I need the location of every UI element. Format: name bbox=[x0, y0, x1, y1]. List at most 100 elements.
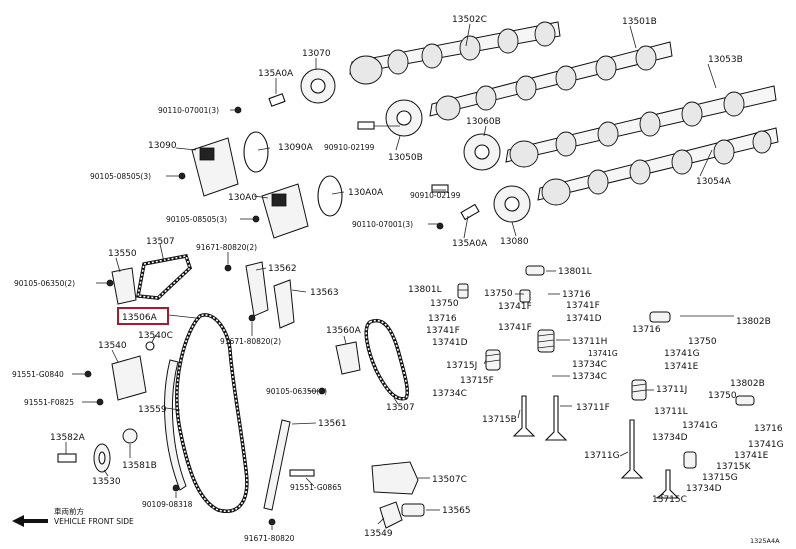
plug-13565 bbox=[401, 503, 425, 517]
tensioner-13550 bbox=[111, 267, 137, 305]
label-13741F-b: 13741F bbox=[498, 302, 532, 312]
label-13560A: 13560A bbox=[326, 326, 362, 336]
part-13549 bbox=[379, 501, 403, 529]
camshaft-13053B bbox=[505, 85, 777, 168]
label-13711H: 13711H bbox=[572, 337, 607, 347]
guide-13562 bbox=[245, 261, 269, 317]
valve-13715B bbox=[512, 395, 536, 437]
bolt-90910-b bbox=[431, 184, 449, 193]
bolt-90910-a bbox=[357, 121, 375, 130]
label-13070: 13070 bbox=[302, 49, 331, 59]
label-13802B-b: 13802B bbox=[730, 379, 765, 389]
label-13715J: 13715J bbox=[446, 361, 477, 371]
label-13507-top: 13507 bbox=[146, 237, 175, 247]
label-13750-b: 13750 bbox=[430, 299, 459, 309]
valve-13711G bbox=[620, 419, 644, 479]
vehicle-front-jp: 車両前方 bbox=[54, 506, 84, 516]
sprocket-13070 bbox=[300, 68, 336, 104]
label-13711F: 13711F bbox=[576, 403, 610, 413]
label-90105-06350-b: 90105-06350(2) bbox=[266, 387, 327, 396]
valve-13711F bbox=[544, 395, 568, 441]
bolt-91551-c bbox=[289, 469, 315, 477]
label-13750-a: 13750 bbox=[484, 289, 513, 299]
label-13711G: 13711G bbox=[584, 451, 620, 461]
bolt-135A0A-top bbox=[268, 93, 286, 107]
label-13741E-b: 13741E bbox=[734, 451, 769, 461]
gasket-13090A bbox=[243, 131, 269, 173]
rocker-arm-13802B-a bbox=[649, 311, 671, 323]
bolt-90110-b bbox=[436, 222, 444, 230]
label-13734C-a: 13734C bbox=[572, 360, 607, 370]
label-13530: 13530 bbox=[92, 477, 121, 487]
label-13741E-a: 13741E bbox=[664, 362, 699, 372]
label-13741F-d: 13741F bbox=[498, 323, 532, 333]
bolt-135A0A-bot bbox=[460, 203, 480, 221]
label-13507C: 13507C bbox=[432, 475, 467, 485]
label-91671-a: 91671-80820(2) bbox=[196, 243, 257, 252]
chain-13507-top bbox=[135, 253, 193, 300]
label-135A0A-top: 135A0A bbox=[258, 69, 294, 79]
label-13716-a: 13716 bbox=[562, 290, 591, 300]
label-130A0: 130A0 bbox=[228, 193, 257, 203]
valve-13715C bbox=[656, 469, 680, 499]
camshaft-13501B bbox=[429, 41, 673, 121]
label-13581B: 13581B bbox=[122, 461, 157, 471]
label-13750-c: 13750 bbox=[688, 337, 717, 347]
label-13715C: 13715C bbox=[652, 495, 687, 505]
bolt-13540C bbox=[145, 341, 155, 351]
figure-code: 1325A4A bbox=[750, 537, 780, 545]
highlight-box-13506A bbox=[117, 307, 169, 325]
label-90910-a: 90910-02199 bbox=[324, 143, 375, 152]
label-13801L-mid: 13801L bbox=[408, 285, 442, 295]
label-90105-08505-b: 90105-08505(3) bbox=[166, 215, 227, 224]
label-91551-a: 91551-G0840 bbox=[12, 370, 64, 379]
label-13802B-a: 13802B bbox=[736, 317, 771, 327]
rocker-arm-13802B-b bbox=[735, 395, 755, 406]
label-13741F-a: 13741F bbox=[566, 301, 600, 311]
label-13715F: 13715F bbox=[460, 376, 494, 386]
tensioner-arm-13540 bbox=[111, 355, 147, 401]
label-90105-08505-a: 90105-08505(3) bbox=[90, 172, 151, 181]
label-13741G-d: 13741G bbox=[748, 440, 784, 450]
label-91671-c: 91671-80820 bbox=[244, 534, 295, 543]
bolt-91671-a bbox=[224, 264, 232, 272]
sprocket-13060B bbox=[463, 133, 501, 171]
spring-13711J bbox=[631, 379, 647, 401]
label-13501B: 13501B bbox=[622, 17, 657, 27]
label-13741G-a: 13741G bbox=[588, 349, 618, 358]
seal-13507C bbox=[371, 461, 419, 495]
label-13506A: 13506A bbox=[122, 313, 158, 323]
label-13741D-a: 13741D bbox=[566, 314, 602, 324]
spring-13715K bbox=[683, 451, 697, 469]
bolt-91671-b bbox=[248, 314, 256, 322]
timing-chain-13506A bbox=[175, 313, 249, 513]
gasket-130A0A bbox=[317, 175, 343, 217]
label-13562: 13562 bbox=[268, 264, 297, 274]
key-13581B bbox=[122, 428, 138, 444]
vehicle-front-arrow-icon bbox=[12, 515, 48, 527]
label-13050B: 13050B bbox=[388, 153, 423, 163]
guide-13560A bbox=[335, 341, 361, 375]
label-13090: 13090 bbox=[148, 141, 177, 151]
label-13502C: 13502C bbox=[452, 15, 487, 25]
label-13507-bot: 13507 bbox=[386, 403, 415, 413]
label-135A0A-bot: 135A0A bbox=[452, 239, 488, 249]
label-13734D-b: 13734D bbox=[686, 484, 722, 494]
label-13715K: 13715K bbox=[716, 462, 752, 472]
label-90910-b: 90910-02199 bbox=[410, 191, 461, 200]
label-13549: 13549 bbox=[364, 529, 393, 539]
label-90105-06350-a: 90105-06350(2) bbox=[14, 279, 75, 288]
bolt-90109 bbox=[172, 484, 180, 492]
sprocket-13050B bbox=[385, 99, 423, 137]
bolt-91671-c bbox=[268, 518, 276, 526]
part-labels: 13502C 13501B 13070 135A0A 13053B 90110-… bbox=[12, 15, 784, 545]
label-13716-d: 13716 bbox=[754, 424, 783, 434]
label-13582A: 13582A bbox=[50, 433, 86, 443]
guide-13561 bbox=[263, 419, 291, 511]
spring-13711H bbox=[537, 329, 555, 353]
oil-control-valve-130A0 bbox=[261, 183, 309, 239]
label-13561: 13561 bbox=[318, 419, 347, 429]
spring-13715J bbox=[485, 349, 501, 371]
guide-13559 bbox=[164, 359, 187, 491]
guide-13563 bbox=[273, 279, 295, 329]
